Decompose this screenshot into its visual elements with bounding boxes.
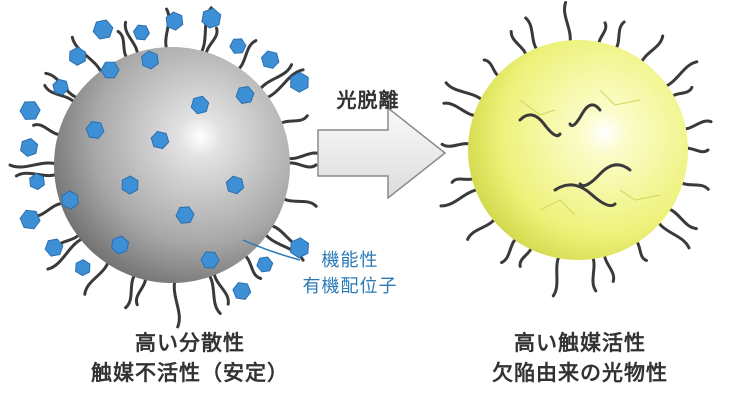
surface-ligand-chain <box>578 163 632 188</box>
functional-ligand-hexagon <box>85 121 105 139</box>
right-caption: 高い触媒活性 欠陥由来の光物性 <box>450 328 710 388</box>
functional-ligand-hexagon <box>190 95 210 115</box>
ligand-chain <box>551 251 563 298</box>
functional-ligand-hexagon <box>19 209 41 230</box>
ligand-chain <box>8 161 62 169</box>
left-caption-line1: 高い分散性 <box>135 331 245 355</box>
functional-ligand-hexagon <box>229 38 247 54</box>
surface-ligand-chain <box>568 103 602 128</box>
functional-ligand-hexagon <box>290 71 309 93</box>
ligand-chain <box>439 187 484 208</box>
surface-ligand-chain <box>553 183 617 208</box>
surface-defect-lines <box>519 89 661 216</box>
functional-ligand-hexagon <box>132 24 150 41</box>
functional-ligand-hexagon <box>100 61 120 79</box>
ligand-chain <box>563 1 572 48</box>
right-caption-line2: 欠陥由来の光物性 <box>492 361 668 385</box>
functional-ligand-hexagon <box>232 282 252 300</box>
ligand-chain <box>172 275 181 329</box>
functional-ligand-hexagon <box>52 78 69 96</box>
ligand-label-line2: 有機配位子 <box>302 276 398 297</box>
ligand-chain <box>660 60 699 90</box>
left-sphere <box>54 47 290 283</box>
functional-ligand-hexagon <box>200 251 220 269</box>
functional-ligand-hexagon <box>20 138 39 157</box>
arrow-label: 光脱離 <box>336 88 400 112</box>
functional-ligand-hexagon <box>61 190 79 210</box>
functional-ligand-hexagon <box>235 85 255 105</box>
right-caption-line1: 高い触媒活性 <box>514 331 646 355</box>
left-functional-ligands <box>19 7 310 300</box>
functional-ligand-hexagon <box>92 19 114 40</box>
functional-ligand-hexagon <box>141 50 159 70</box>
functional-ligand-hexagon <box>256 256 274 273</box>
functional-ligand-hexagon <box>175 206 195 224</box>
ligand-chain <box>444 81 487 105</box>
functional-ligand-hexagon <box>19 101 41 120</box>
functional-ligand-hexagon <box>69 46 87 66</box>
functional-ligand-hexagon <box>225 175 245 195</box>
ligand-label: 機能性 有機配位子 <box>290 248 410 300</box>
functional-ligand-hexagon <box>110 235 130 255</box>
functional-ligand-hexagon <box>150 130 170 150</box>
ligand-label-line1: 機能性 <box>321 250 379 271</box>
ligand-leader-line <box>242 239 301 261</box>
functional-ligand-hexagon <box>121 175 139 195</box>
left-nanoparticle <box>8 6 324 329</box>
right-surface-chains <box>518 103 632 208</box>
right-sphere <box>468 40 688 260</box>
ligand-chain <box>205 270 222 315</box>
surface-ligand-chain <box>518 113 562 138</box>
functional-ligand-hexagon <box>29 173 45 191</box>
functional-ligand-hexagon <box>201 7 222 29</box>
left-caption-line2: 触媒不活性（安定） <box>91 361 289 385</box>
functional-ligand-hexagon <box>260 50 280 69</box>
right-nanoparticle <box>439 1 713 298</box>
functional-ligand-hexagon <box>289 237 310 259</box>
left-caption: 高い分散性 触媒不活性（安定） <box>60 328 320 388</box>
functional-ligand-hexagon <box>44 238 64 257</box>
functional-ligand-hexagon <box>165 11 184 31</box>
photo-desorption-arrow <box>317 106 447 200</box>
functional-ligand-hexagon <box>75 259 91 277</box>
